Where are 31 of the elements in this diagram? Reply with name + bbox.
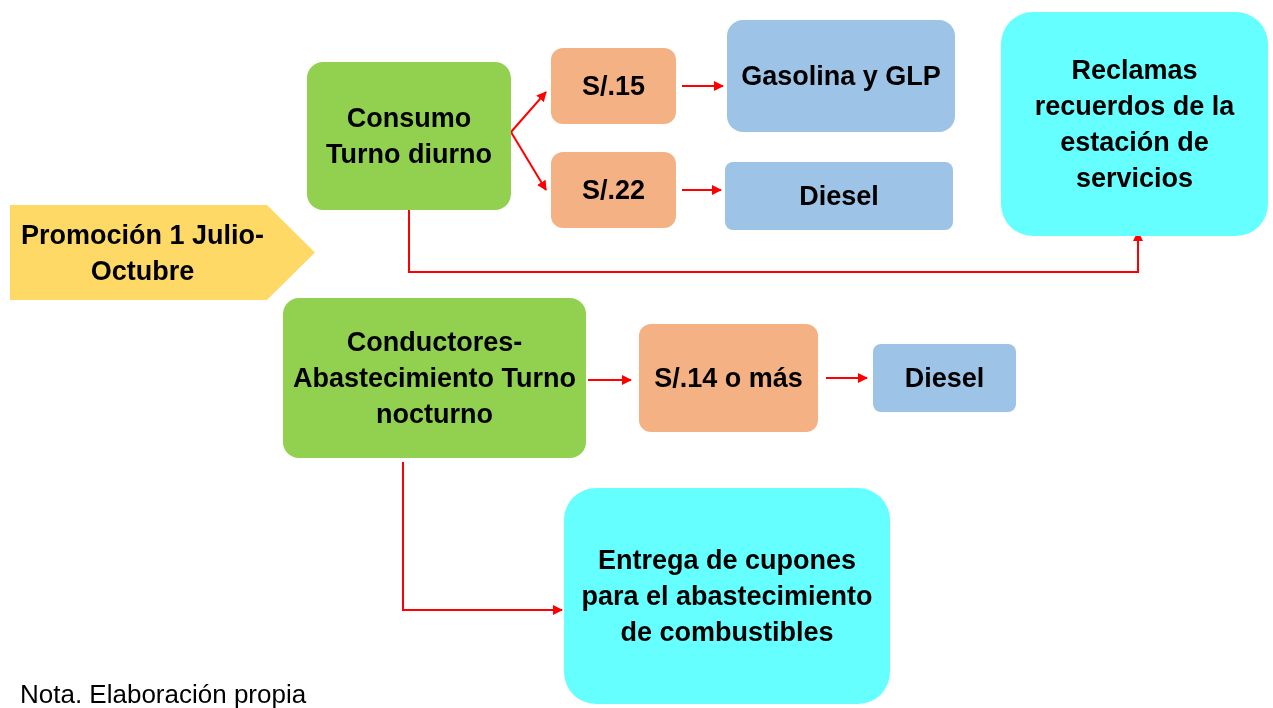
node-label: Gasolina y GLP [741,60,941,93]
node-label: S/.14 o más [654,362,803,395]
amount-box [551,48,676,124]
process-box [307,62,511,210]
fuel-box [725,162,953,230]
node-label: Entrega de cupones para el abastecimiento de combustibles [580,544,874,649]
arrow [587,375,632,385]
arrow [510,131,547,191]
arrow [408,209,1143,273]
fuel-box [873,344,1016,412]
node-label: Reclamas recuerdos de la estación de servicios [1033,54,1236,195]
arrow [825,373,868,383]
outcome-box [564,488,890,704]
node-label: Consumo Turno diurno [325,102,493,171]
node-label: Diesel [904,362,985,395]
node-label: Diesel [799,180,879,213]
note-text: Nota. Elaboración propia [20,680,307,708]
arrow [402,461,563,615]
arrow [681,185,722,195]
node-label: Promoción 1 Julio-Octubre [20,218,265,288]
amount-box [551,152,676,228]
node-label: S/.22 [581,174,645,207]
arrow [510,91,547,133]
arrow [681,81,724,91]
chevron-shape [10,205,315,300]
node-label: S/.15 [581,70,645,103]
fuel-box [727,20,955,132]
process-box [283,298,586,458]
amount-box [639,324,818,432]
node-label: Conductores-Abastecimiento Turno nocturno [292,326,577,431]
outcome-box [1001,12,1268,236]
